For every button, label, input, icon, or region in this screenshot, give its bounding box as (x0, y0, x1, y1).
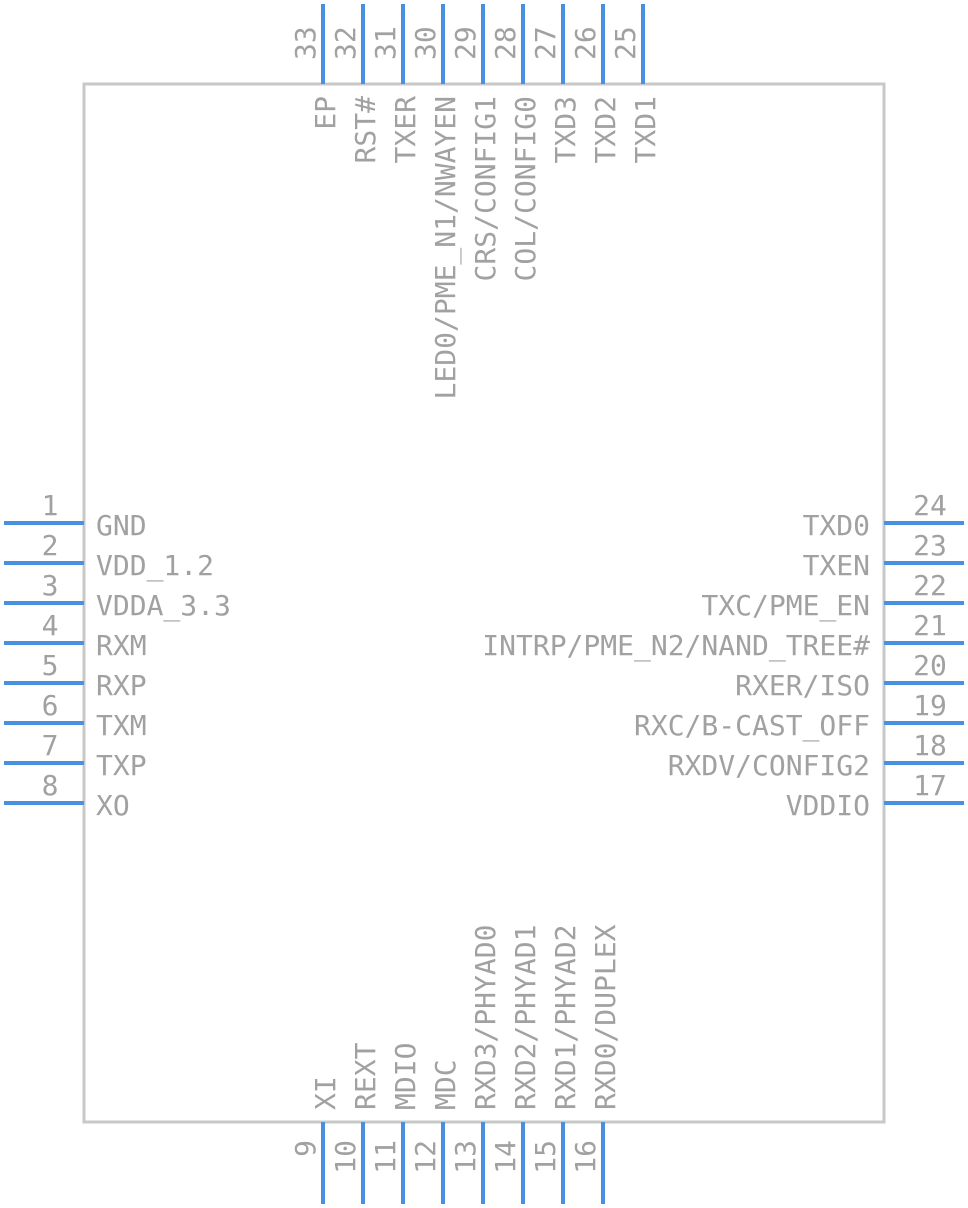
pin-label: COL/CONFIG0 (509, 96, 542, 281)
pin-label: VDD_1.2 (96, 549, 214, 583)
pin-number: 24 (913, 489, 947, 522)
pin-label: EP (309, 96, 342, 130)
pin-number: 15 (529, 1140, 562, 1174)
pin-number: 11 (369, 1140, 402, 1174)
pin-label: TXC/PME_EN (701, 589, 870, 623)
pin-label: TXM (96, 709, 147, 742)
pin-label: XI (309, 1076, 342, 1110)
pin-label: VDDIO (786, 789, 870, 822)
pin-label: TXER (389, 96, 422, 164)
pin-label: RXD0/DUPLEX (589, 924, 622, 1110)
pin-number: 33 (289, 26, 322, 60)
pin-label: TXD3 (549, 96, 582, 163)
pin-number: 3 (42, 569, 59, 602)
pin-label: GND (96, 509, 147, 542)
pin-number: 9 (289, 1140, 322, 1157)
pin-label: RXD3/PHYAD0 (469, 925, 502, 1110)
pin-number: 28 (489, 26, 522, 60)
pin-label: TXP (96, 749, 147, 782)
pin-label: RST# (349, 96, 382, 164)
pin-label: RXD2/PHYAD1 (509, 925, 542, 1110)
pin-label: VDDA_3.3 (96, 589, 231, 623)
pin-label: TXEN (803, 549, 870, 582)
pin-number: 23 (913, 529, 947, 562)
pin-number: 22 (913, 569, 947, 602)
pin-number: 8 (42, 769, 59, 802)
pin-number: 14 (489, 1140, 522, 1174)
pin-number: 4 (42, 609, 59, 642)
pin-number: 13 (449, 1140, 482, 1174)
pin-label: MDIO (389, 1043, 422, 1110)
pin-number: 18 (913, 729, 947, 762)
pin-label: TXD0 (803, 509, 870, 542)
pin-number: 19 (913, 689, 947, 722)
pin-label: TXD1 (629, 96, 662, 163)
pin-number: 5 (42, 649, 59, 682)
pin-label: RXD1/PHYAD2 (549, 925, 582, 1110)
pin-number: 21 (913, 609, 947, 642)
pin-label: INTRP/PME_N2/NAND_TREE# (482, 629, 870, 663)
pin-label: TXD2 (589, 96, 622, 163)
pin-number: 32 (329, 26, 362, 60)
pin-label: LED0/PME_N1/NWAYEN (429, 96, 463, 399)
pin-label: RXC/B-CAST_OFF (634, 709, 870, 743)
pin-label: RXP (96, 669, 147, 702)
pin-number: 16 (569, 1140, 602, 1174)
pin-label: RXM (96, 629, 147, 662)
pin-number: 27 (529, 26, 562, 60)
pin-number: 17 (913, 769, 947, 802)
pin-number: 12 (409, 1140, 442, 1174)
pin-number: 30 (409, 26, 442, 60)
pin-number: 31 (369, 26, 402, 60)
pin-number: 26 (569, 26, 602, 60)
pin-number: 1 (42, 489, 59, 522)
pin-number: 2 (42, 529, 59, 562)
pin-label: CRS/CONFIG1 (469, 96, 502, 281)
pin-label: REXT (349, 1042, 382, 1110)
pin-number: 25 (609, 26, 642, 60)
pin-number: 10 (329, 1140, 362, 1174)
pin-number: 29 (449, 26, 482, 60)
pin-label: RXER/ISO (735, 669, 870, 702)
pin-number: 7 (42, 729, 59, 762)
pin-number: 6 (42, 689, 59, 722)
pin-number: 20 (913, 649, 947, 682)
pin-label: MDC (429, 1059, 462, 1110)
pin-label: XO (96, 789, 130, 822)
pin-label: RXDV/CONFIG2 (668, 749, 870, 782)
